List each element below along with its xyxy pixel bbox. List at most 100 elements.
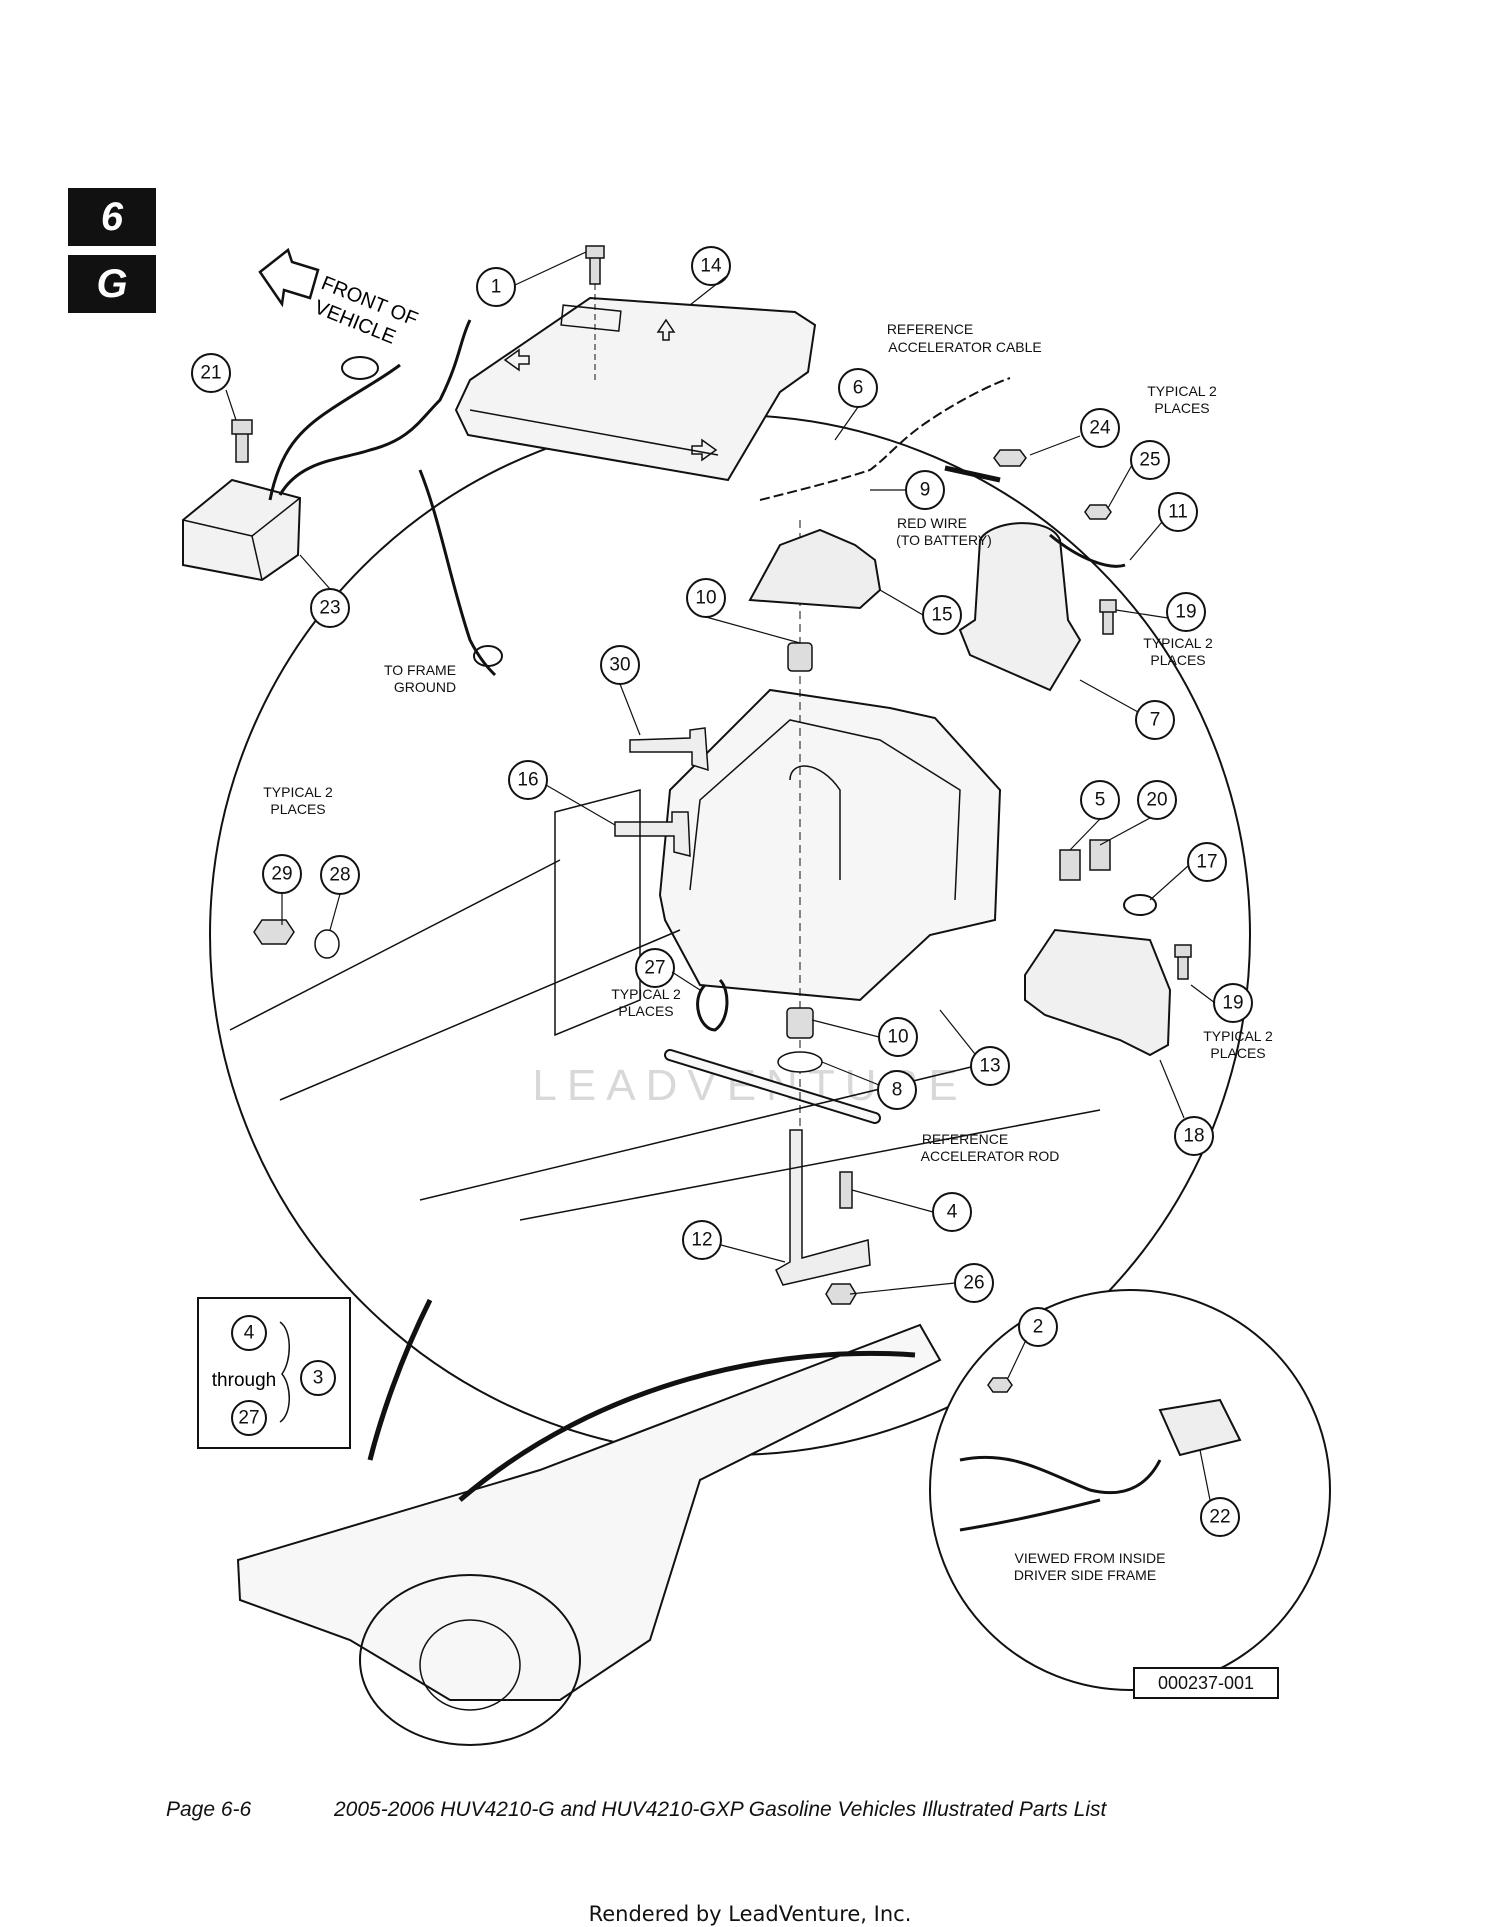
terminal-ring xyxy=(341,356,379,380)
callout-4: 4 xyxy=(932,1192,972,1232)
wire-part-9 xyxy=(944,465,1001,483)
legend-through-label: through xyxy=(212,1370,276,1391)
nut-part-24 xyxy=(993,449,1027,467)
callout-28: 28 xyxy=(320,855,360,895)
nut-part-29 xyxy=(253,919,295,945)
svg-text:25: 25 xyxy=(1139,450,1160,471)
spacer-part-10-top xyxy=(787,642,813,672)
solenoid-part-7 xyxy=(958,522,1082,692)
svg-text:19: 19 xyxy=(1175,602,1196,623)
svg-text:21: 21 xyxy=(200,363,221,384)
svg-text:14: 14 xyxy=(700,256,722,277)
stud-part-4 xyxy=(839,1171,853,1209)
svg-text:1: 1 xyxy=(491,277,502,298)
render-credit: Rendered by LeadVenture, Inc. xyxy=(588,1902,912,1926)
vehicle-wheel-hub xyxy=(419,1619,521,1711)
section-tab: G xyxy=(68,255,156,313)
cover-arrow-icon xyxy=(656,318,676,341)
note-typical-27-1: TYPICAL 2 xyxy=(611,986,681,1002)
callout-27: 27 xyxy=(635,948,675,988)
leader xyxy=(251,535,263,581)
callout-26: 26 xyxy=(954,1263,994,1303)
leader xyxy=(182,519,253,537)
callout-9: 9 xyxy=(905,470,945,510)
callout-14: 14 xyxy=(691,246,731,286)
callout-23: 23 xyxy=(310,588,350,628)
note-typical-top-1: TYPICAL 2 xyxy=(1147,383,1217,399)
svg-text:6: 6 xyxy=(853,378,864,399)
callout-8: 8 xyxy=(877,1070,917,1110)
fuse-part-5 xyxy=(1059,849,1081,881)
leader xyxy=(251,497,301,537)
note-reference-cable-2: ACCELERATOR CABLE xyxy=(888,339,1042,355)
callout-1: 1 xyxy=(476,267,516,307)
harness-wire xyxy=(278,319,472,496)
fuse-part-20 xyxy=(1089,839,1111,871)
module-part-23 xyxy=(182,478,302,582)
svg-text:17: 17 xyxy=(1196,852,1217,873)
note-typical-top-2: PLACES xyxy=(1154,400,1209,416)
svg-text:27: 27 xyxy=(238,1408,259,1429)
note-viewed-inside-1: VIEWED FROM INSIDE xyxy=(1015,1550,1166,1566)
legend-callout-to: 27 xyxy=(231,1400,267,1436)
spacer-part-10-bottom xyxy=(786,1007,814,1039)
accelerator-cable xyxy=(759,377,1011,501)
accelerator-rod-inner xyxy=(666,1051,879,1122)
terminal-part-17 xyxy=(1123,894,1157,916)
svg-text:16: 16 xyxy=(517,770,538,791)
svg-text:20: 20 xyxy=(1146,790,1167,811)
vehicle-chassis xyxy=(236,1323,942,1701)
bolt-part-30 xyxy=(629,727,709,772)
note-typical-18-2: PLACES xyxy=(1210,1045,1265,1061)
cover-arrow-icon xyxy=(691,438,718,462)
callout-29: 29 xyxy=(262,854,302,894)
chapter-tab: 6 xyxy=(68,188,156,246)
cover-edge xyxy=(469,409,719,456)
inset-connector xyxy=(1158,1398,1242,1457)
svg-text:13: 13 xyxy=(979,1056,1000,1077)
note-typical-29-2: PLACES xyxy=(270,801,325,817)
note-typical-29-1: TYPICAL 2 xyxy=(263,784,333,800)
callout-16: 16 xyxy=(508,760,548,800)
callout-18: 18 xyxy=(1174,1116,1214,1156)
svg-text:27: 27 xyxy=(644,958,665,979)
nut-part-2 xyxy=(987,1377,1013,1393)
svg-text:3: 3 xyxy=(313,1368,324,1389)
nut-part-26 xyxy=(825,1283,857,1305)
figure-number: 000237-001 xyxy=(1133,1667,1279,1699)
callout-21: 21 xyxy=(191,353,231,393)
tray-wall xyxy=(789,765,841,880)
callout-12: 12 xyxy=(682,1220,722,1260)
svg-text:5: 5 xyxy=(1095,790,1106,811)
callout-5: 5 xyxy=(1080,780,1120,820)
screw-part-1 xyxy=(585,245,605,285)
svg-text:9: 9 xyxy=(920,480,931,501)
leader xyxy=(225,251,1216,1501)
sector-part-15 xyxy=(748,528,882,610)
cover-arrow-icon xyxy=(503,348,530,372)
fuse-block-part-18 xyxy=(1024,928,1172,1057)
svg-text:4: 4 xyxy=(244,1323,255,1344)
svg-text:29: 29 xyxy=(271,864,292,885)
frame-lines xyxy=(229,859,1101,1221)
front-arrow-icon xyxy=(258,247,320,308)
callout-7: 7 xyxy=(1135,700,1175,740)
svg-text:28: 28 xyxy=(329,865,350,886)
callout-2: 2 xyxy=(1018,1307,1058,1347)
svg-text:10: 10 xyxy=(695,588,716,609)
legend-callout-from: 4 xyxy=(231,1315,267,1351)
svg-text:8: 8 xyxy=(892,1080,903,1101)
svg-text:26: 26 xyxy=(963,1273,984,1294)
callout-6: 6 xyxy=(838,368,878,408)
svg-text:22: 22 xyxy=(1209,1507,1230,1528)
note-typical-19-2: PLACES xyxy=(1150,652,1205,668)
clamp-part-27 xyxy=(696,978,729,1032)
legend-callout-kit: 3 xyxy=(300,1360,336,1396)
cover-label-plate xyxy=(560,304,622,332)
tray-part-13 xyxy=(658,688,1002,1002)
jumper-wire-part-11 xyxy=(1049,533,1126,568)
screw-part-19-top xyxy=(1099,599,1117,635)
callout-19-bottom: 19 xyxy=(1213,983,1253,1023)
note-typical-19-1: TYPICAL 2 xyxy=(1143,635,1213,651)
